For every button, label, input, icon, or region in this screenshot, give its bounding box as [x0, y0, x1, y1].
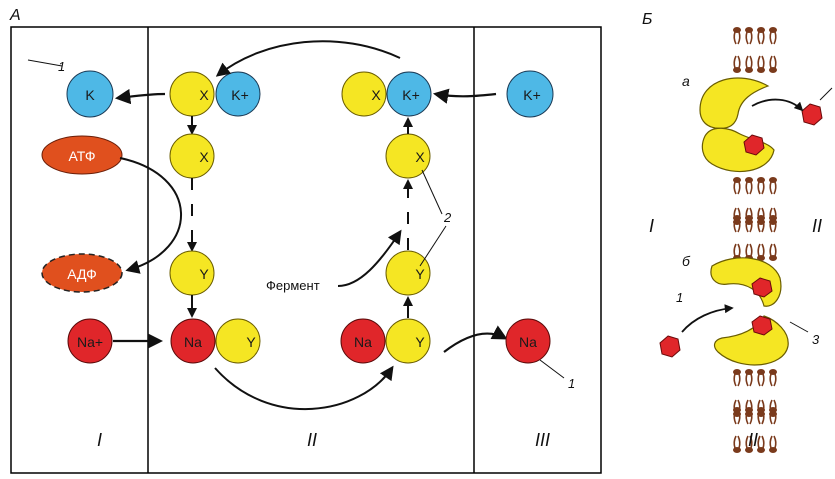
na-ion-released	[505, 318, 551, 364]
callout-1-b: 1	[676, 290, 683, 305]
bottom-label: II	[748, 430, 758, 450]
carrier-x-binding-k	[341, 71, 387, 117]
substrate-released	[801, 103, 823, 126]
na-ion-released-label: Na	[519, 334, 537, 350]
carrier-a-upper	[699, 77, 770, 129]
carrier-x-label: X	[199, 149, 209, 165]
adp-label: АДФ	[67, 266, 97, 282]
panel-a-frame	[10, 26, 602, 474]
atp-molecule	[41, 135, 123, 175]
substrate-free	[659, 335, 681, 358]
substrate-release-arrow	[751, 98, 804, 112]
carrier-y-right-label: Y	[415, 266, 425, 282]
na-translocation-arrow	[214, 365, 394, 410]
atp-to-adp-arrow	[119, 157, 182, 274]
section-label-ii: II	[307, 430, 317, 450]
callout-line-3	[789, 321, 809, 333]
state-b-label: б	[682, 253, 691, 269]
side-label-left: I	[649, 216, 654, 236]
adp-molecule	[41, 253, 123, 293]
carrier-y-right	[385, 250, 431, 296]
k-ion-released	[66, 70, 114, 118]
carrier-y-with-na-left	[215, 318, 261, 364]
carrier-y-with-na-left-label: Y	[246, 334, 256, 350]
callout-line-1-b-top	[819, 87, 833, 101]
enzyme-label: Фермент	[266, 278, 320, 293]
callout-line-2-y	[419, 225, 447, 267]
k-ion-bound-right-label: K+	[402, 87, 420, 103]
carrier-x-right-label: X	[415, 149, 425, 165]
na-ion-bound-right	[340, 318, 386, 364]
k-entry-arrow	[432, 88, 497, 104]
na-ion-bound-right-label: Na	[354, 334, 372, 350]
panel-b-label: Б	[642, 11, 652, 28]
state-a-label: а	[682, 73, 690, 89]
k-release-arrow	[114, 88, 166, 105]
k-ion-bound-right	[386, 71, 432, 117]
carrier-a-lower	[701, 127, 775, 173]
panel-a-label: А	[9, 7, 21, 24]
carrier-x-with-k-label: X	[199, 87, 209, 103]
atp-label: АТФ	[69, 148, 96, 164]
na-ion-incoming-label: Na+	[77, 334, 103, 350]
carrier-y-with-na-right	[385, 318, 431, 364]
carrier-b-lower	[713, 315, 789, 366]
callout-line-1-bottom	[539, 359, 565, 379]
substrate-in-carrier-b-1	[751, 277, 773, 298]
section-label-i: I	[97, 430, 102, 450]
na-ion-bound-left	[170, 318, 216, 364]
callout-line-1-top	[27, 59, 63, 67]
carrier-x-binding-k-label: X	[371, 87, 381, 103]
k-ion-bound-left-label: K+	[231, 87, 249, 103]
k-ion-outside	[506, 70, 554, 118]
k-ion-released-label: K	[85, 87, 95, 103]
substrate-in-carrier-b-2	[751, 315, 773, 336]
substrate-in-carrier-a	[743, 134, 765, 156]
na-ion-incoming	[67, 318, 113, 364]
callout-2: 2	[443, 210, 452, 225]
callout-3: 3	[812, 332, 820, 347]
panel-b: Б а I II	[642, 11, 833, 454]
callout-line-2-x	[421, 169, 443, 215]
na-exit-arrow	[443, 325, 508, 353]
substrate-binding-arrow	[681, 304, 734, 333]
side-label-right: II	[812, 216, 822, 236]
section-label-iii: III	[535, 430, 550, 450]
enzyme-arrow	[337, 229, 402, 287]
k-translocation-arrow	[215, 40, 401, 77]
carrier-y-left-label: Y	[199, 266, 209, 282]
panel-a: А I II III K 1 АТФ АДФ Na+ X K+ X Y	[9, 7, 602, 474]
k-ion-bound-left	[215, 71, 261, 117]
k-ion-outside-label: K+	[523, 87, 541, 103]
carrier-y-with-na-right-label: Y	[415, 334, 425, 350]
na-ion-bound-left-label: Na	[184, 334, 202, 350]
callout-1-bottom: 1	[568, 376, 575, 391]
callout-1-top: 1	[58, 59, 65, 74]
